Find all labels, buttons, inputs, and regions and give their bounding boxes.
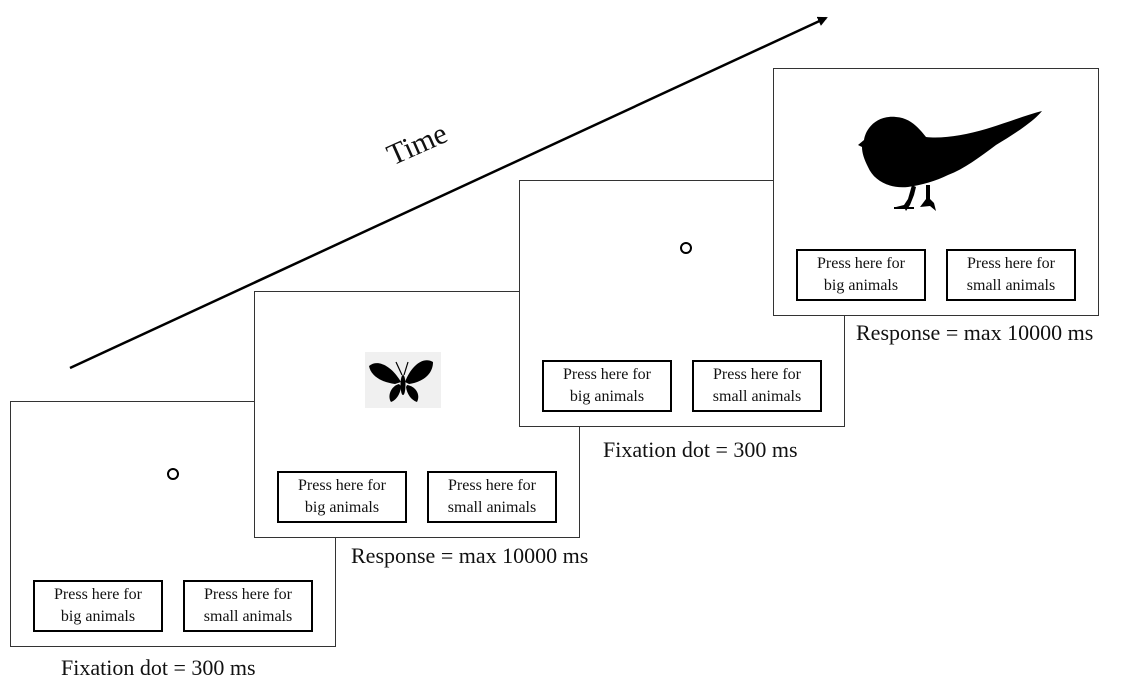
button-label-line: Press here for <box>448 477 536 494</box>
trial-screen-response-2: Press here for big animals Press here fo… <box>773 68 1099 316</box>
button-label-line: small animals <box>203 608 293 625</box>
small-animals-button[interactable]: Press here for small animals <box>946 249 1076 301</box>
big-animals-button[interactable]: Press here for big animals <box>542 360 672 412</box>
small-animals-button[interactable]: Press here for small animals <box>692 360 822 412</box>
button-label-line: big animals <box>60 608 136 625</box>
screen-caption: Response = max 10000 ms <box>856 320 1094 345</box>
big-animals-button[interactable]: Press here for big animals <box>33 580 163 632</box>
screen-caption: Fixation dot = 300 ms <box>603 437 798 462</box>
button-label-line: Press here for <box>204 586 292 603</box>
button-label-line: Press here for <box>298 477 386 494</box>
small-animals-button[interactable]: Press here for small animals <box>183 580 313 632</box>
button-label-line: Press here for <box>54 586 142 603</box>
butterfly-icon <box>365 352 441 408</box>
small-animals-button[interactable]: Press here for small animals <box>427 471 557 523</box>
button-label-line: Press here for <box>713 366 801 383</box>
screen-caption: Response = max 10000 ms <box>351 543 589 568</box>
button-label-line: Press here for <box>967 255 1055 272</box>
button-label-line: Press here for <box>563 366 651 383</box>
button-label-line: big animals <box>569 388 645 405</box>
button-label-line: small animals <box>447 499 537 516</box>
big-animals-button[interactable]: Press here for big animals <box>277 471 407 523</box>
screen-caption: Fixation dot = 300 ms <box>61 655 256 680</box>
bird-icon <box>858 111 1042 211</box>
button-label-line: small animals <box>966 277 1056 294</box>
button-label-line: big animals <box>823 277 899 294</box>
fixation-dot <box>680 242 692 254</box>
big-animals-button[interactable]: Press here for big animals <box>796 249 926 301</box>
fixation-dot <box>167 468 179 480</box>
button-label-line: Press here for <box>817 255 905 272</box>
button-label-line: small animals <box>712 388 802 405</box>
button-label-line: big animals <box>304 499 380 516</box>
